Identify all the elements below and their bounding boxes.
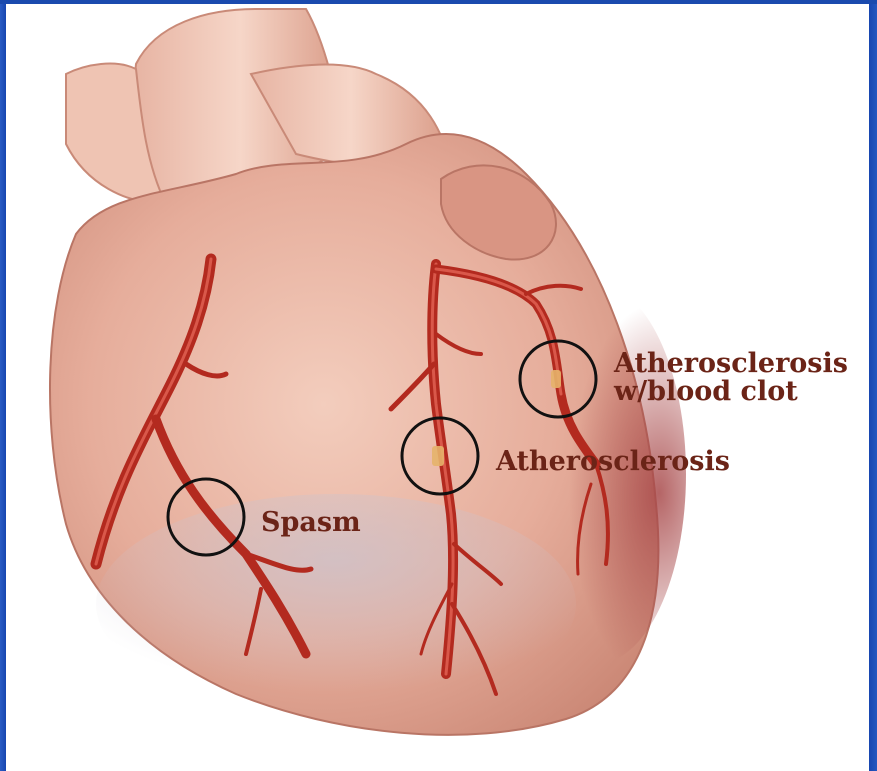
heart-illustration: Spasm Atherosclerosis Atherosclerosis w/… (6, 4, 869, 771)
label-clot-line-1: Atherosclerosis (614, 350, 848, 378)
plaque-clot (551, 370, 561, 388)
label-spasm: Spasm (261, 509, 361, 537)
plaque-lad (432, 446, 444, 466)
label-clot-line-2: w/blood clot (614, 378, 848, 406)
label-atherosclerosis-clot: Atherosclerosis w/blood clot (614, 350, 848, 407)
label-atherosclerosis: Atherosclerosis (496, 448, 730, 476)
